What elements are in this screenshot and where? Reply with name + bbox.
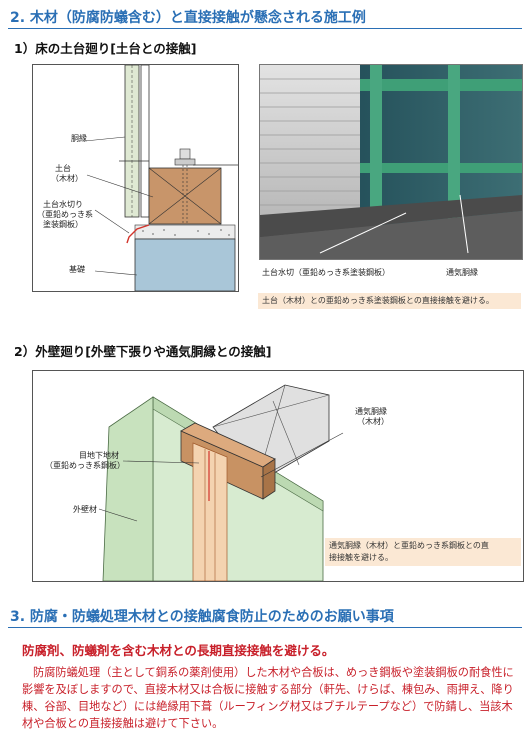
label-dodai-material: （木材） <box>51 174 83 183</box>
note-sill-contact: 土台（木材）との亜鉛めっき系塗装鋼板との直接接触を避ける。 <box>258 293 521 309</box>
outer-wall-diagram: 通気胴縁 （木材） 目地下地材 （亜鉛めっき系鋼板） 外壁材 通気胴縁（木材）と… <box>32 370 524 582</box>
label-mizukiri: 土台水切り <box>43 200 83 209</box>
section-3-body: 防腐防蟻処理（主として銅系の薬剤使用）した木材や合板は、めっき鋼板や塗装鋼板の耐… <box>22 666 514 730</box>
floor-sill-diagram: 胴縁 土台 （木材） 土台水切り （亜鉛めっき系 塗装鋼板） 基礎 <box>32 64 239 292</box>
note-batten-contact-line-2: 接接触を避ける。 <box>329 553 393 562</box>
sill-flashing-photo-drawing <box>260 65 522 259</box>
sub-section-2-title: 2）外壁廻り[外壁下張りや通気胴縁との接触] <box>14 344 272 359</box>
label-mizukiri-material-2: 塗装鋼板） <box>43 220 83 229</box>
section-3-title: 3. 防腐・防蟻処理木材との接触腐食防止のためのお願い事項 <box>10 609 394 625</box>
photo-label-mizukiri: 土台水切（亜鉛めっき系塗装鋼板） <box>262 268 390 277</box>
label-tsuki-dobuchi-material: （木材） <box>357 417 389 426</box>
label-meji: 目地下地材 <box>79 451 119 460</box>
note-batten-contact: 通気胴縁（木材）と亜鉛めっき系鋼板との直 接接触を避ける。 <box>325 538 521 566</box>
label-kiso: 基礎 <box>69 265 85 274</box>
outer-wall-diagram-drawing <box>98 384 344 581</box>
photo-label-tsuki-dobuchi: 通気胴縁 <box>446 268 478 277</box>
label-tsuki-dobuchi: 通気胴縁 <box>355 407 387 416</box>
section-3-rule <box>8 627 522 628</box>
note-batten-contact-line-1: 通気胴縁（木材）と亜鉛めっき系鋼板との直 <box>329 541 489 550</box>
sub-section-1-title: 1）床の土台廻り[土台との接触] <box>14 41 197 56</box>
sill-flashing-photo <box>259 64 523 260</box>
label-gaiheki: 外壁材 <box>73 505 97 514</box>
section-3-lead: 防腐剤、防蟻剤を含む木材との長期直接接触を避ける。 <box>22 643 335 658</box>
section-2-title: 2. 木材（防腐防蟻含む）と直接接触が懸念される施工例 <box>10 10 366 26</box>
floor-sill-diagram-drawing <box>84 65 238 291</box>
label-dodai: 土台 <box>55 164 71 173</box>
label-meji-material: （亜鉛めっき系鋼板） <box>45 461 125 470</box>
label-mizukiri-material-1: （亜鉛めっき系 <box>37 210 93 219</box>
section-2-rule <box>8 28 522 29</box>
label-dobuchi: 胴縁 <box>71 134 87 143</box>
